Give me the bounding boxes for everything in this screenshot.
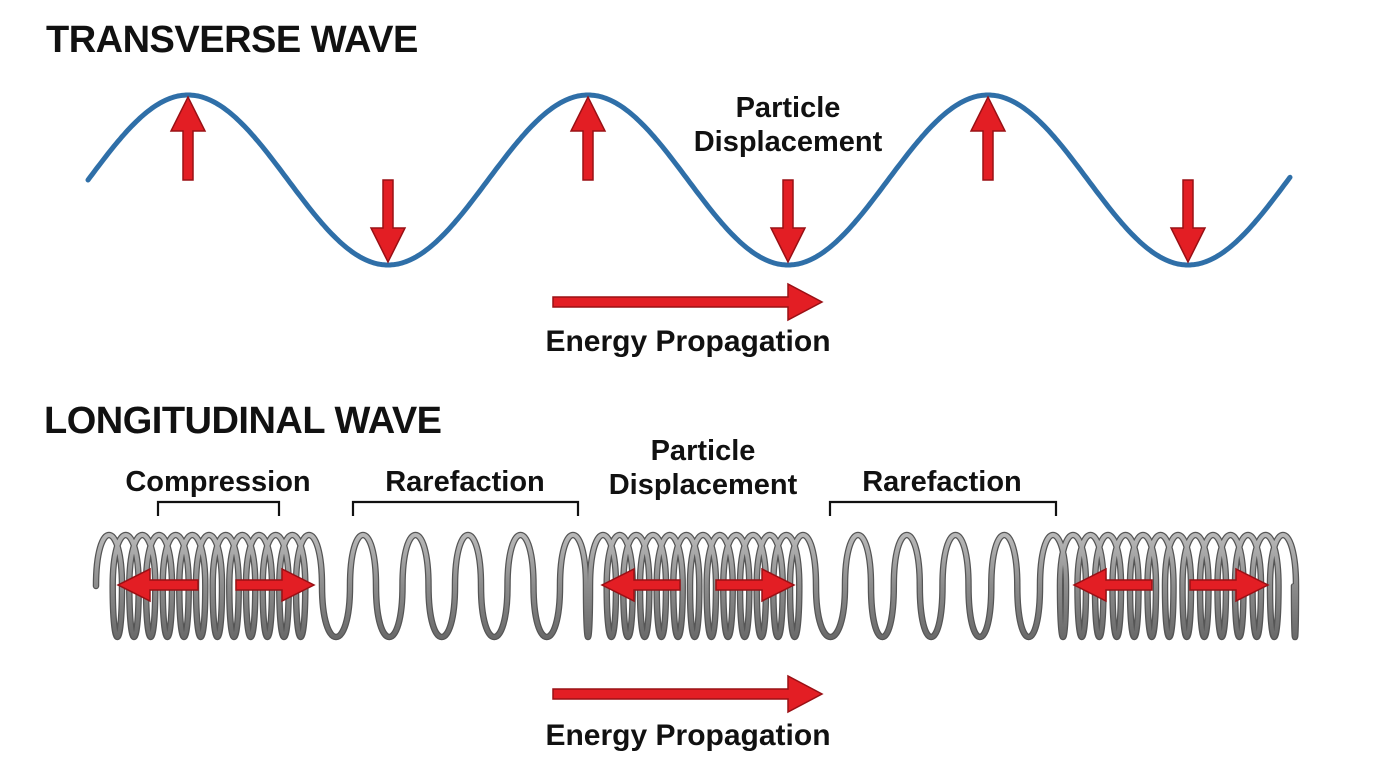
longitudinal-energy-label: Energy Propagation xyxy=(545,719,830,752)
transverse-energy-label: Energy Propagation xyxy=(545,325,830,358)
compression-label: Compression xyxy=(125,466,310,498)
displacement-arrow-up xyxy=(169,95,207,181)
transverse-section: TRANSVERSE WAVE Particle Displacement En… xyxy=(46,19,1293,358)
rarefaction-label-right: Rarefaction xyxy=(862,466,1022,498)
energy-arrow xyxy=(552,282,824,322)
longitudinal-particle-arrows xyxy=(116,567,1270,603)
displacement-arrow-down xyxy=(369,179,407,264)
particle-displacement-arrow xyxy=(1072,567,1153,603)
particle-displacement-arrow xyxy=(235,567,316,603)
longitudinal-section: LONGITUDINAL WAVE Compression Rarefactio… xyxy=(44,400,1300,752)
displacement-arrow-down xyxy=(769,179,807,264)
transverse-displacement-label-line1: Particle xyxy=(736,92,841,124)
region-brackets xyxy=(156,500,1058,516)
transverse-title: TRANSVERSE WAVE xyxy=(46,19,418,61)
displacement-arrow-up xyxy=(569,95,607,181)
displacement-arrow-down xyxy=(1169,179,1207,264)
transverse-particle-arrows xyxy=(169,95,1207,264)
particle-displacement-arrow xyxy=(116,567,199,603)
transverse-energy-arrow xyxy=(552,282,824,322)
longitudinal-displacement-label-line1: Particle xyxy=(651,435,756,467)
longitudinal-energy-arrow xyxy=(552,674,824,714)
energy-arrow xyxy=(552,674,824,714)
transverse-displacement-label-line2: Displacement xyxy=(694,126,883,158)
particle-displacement-arrow xyxy=(715,567,796,603)
region-bracket xyxy=(156,500,281,516)
displacement-arrow-up xyxy=(969,95,1007,181)
region-bracket xyxy=(351,500,580,516)
region-bracket xyxy=(828,500,1058,516)
longitudinal-title: LONGITUDINAL WAVE xyxy=(44,400,442,442)
transverse-sine-wave xyxy=(85,92,1293,268)
particle-displacement-arrow xyxy=(1189,567,1270,603)
longitudinal-displacement-label-line2: Displacement xyxy=(609,469,798,501)
particle-displacement-arrow xyxy=(600,567,681,603)
rarefaction-label-left: Rarefaction xyxy=(385,466,545,498)
